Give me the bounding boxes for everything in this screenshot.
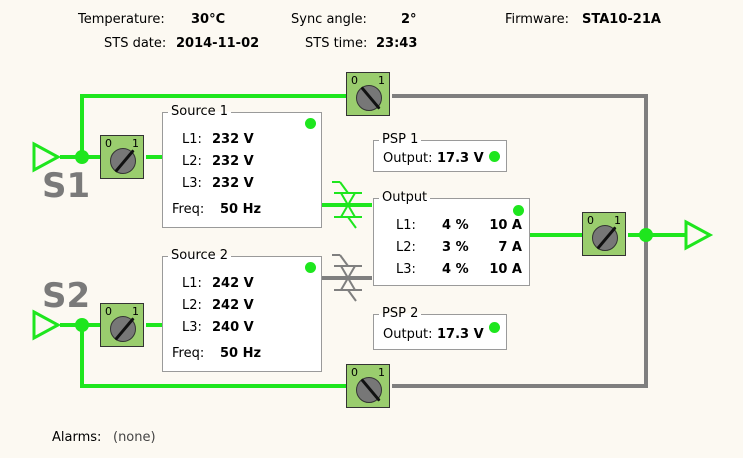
psp1-panel[interactable]: PSP 1 Output: 17.3 V: [373, 132, 507, 172]
output-l1-percent: 4 %: [442, 218, 469, 233]
source2-switch-on-label: 1: [132, 305, 139, 318]
source2-status-led: [305, 262, 316, 273]
output-l3-percent: 4 %: [442, 262, 469, 277]
rotary-knob-icon: [356, 85, 382, 111]
output-title: Output: [379, 190, 431, 205]
sts-time-label: STS time:: [305, 36, 368, 51]
psp2-status-led: [489, 322, 500, 333]
output-l2-percent: 3 %: [442, 240, 469, 255]
source2-freq-label: Freq:: [172, 346, 205, 361]
source2-panel[interactable]: Source 2 L1: 242 V L2: 242 V L3: 240 V F…: [162, 248, 322, 372]
source2-freq-value: 50 Hz: [220, 346, 262, 361]
source1-l3-label: L3:: [182, 176, 202, 191]
source1-status-led: [305, 118, 316, 129]
source2-title: Source 2: [168, 248, 232, 263]
bypass1-switch[interactable]: 0 1: [346, 72, 390, 116]
source1-l2-value: 232 V: [212, 154, 254, 169]
psp2-panel[interactable]: PSP 2 Output: 17.3 V: [373, 306, 507, 350]
firmware-value: STA10-21A: [582, 12, 661, 27]
source1-l3-value: 232 V: [212, 176, 254, 191]
source2-switch-off-label: 0: [105, 305, 112, 318]
sync-angle-label: Sync angle:: [291, 12, 367, 27]
output-l1-label: L1:: [396, 218, 416, 233]
output-switch[interactable]: 0 1: [582, 212, 626, 256]
rotary-knob-icon: [592, 225, 618, 251]
source2-switch[interactable]: 0 1: [100, 303, 144, 347]
source1-title: Source 1: [168, 104, 232, 119]
output-switch-off-label: 0: [587, 214, 594, 227]
psp1-output-label: Output:: [383, 151, 433, 166]
s2-thyristor-icon: [332, 254, 362, 302]
source1-switch-on-label: 1: [132, 137, 139, 150]
alarms-value: (none): [113, 430, 156, 445]
source1-l1-value: 232 V: [212, 132, 254, 147]
output-l2-label: L2:: [396, 240, 416, 255]
output-switch-on-label: 1: [614, 214, 621, 227]
rotary-knob-icon: [110, 148, 136, 174]
alarms-label: Alarms:: [52, 430, 102, 445]
psp1-output-value: 17.3 V: [437, 151, 484, 166]
psp2-title: PSP 2: [379, 306, 422, 321]
firmware-label: Firmware:: [505, 12, 569, 27]
output-l1-current: 10 A: [489, 218, 522, 233]
source2-l1-label: L1:: [182, 276, 202, 291]
bypass1-switch-on-label: 1: [378, 74, 385, 87]
psp1-status-led: [489, 151, 500, 162]
psp1-title: PSP 1: [379, 132, 422, 147]
sts-time-value: 23:43: [376, 36, 418, 51]
rotary-knob-icon: [356, 377, 382, 403]
s2-junction: [75, 318, 89, 332]
source2-l3-value: 240 V: [212, 320, 254, 335]
s1-input-icon: [32, 141, 62, 173]
bypass1-switch-off-label: 0: [351, 74, 358, 87]
psp2-output-label: Output:: [383, 327, 433, 342]
bypass2-switch-on-label: 1: [378, 366, 385, 379]
s2-bypass-wire: [80, 325, 346, 388]
rotary-knob-icon: [110, 316, 136, 342]
source1-freq-label: Freq:: [172, 202, 205, 217]
temperature-label: Temperature:: [78, 12, 165, 27]
s2-input-icon: [32, 309, 62, 341]
bypass2-switch[interactable]: 0 1: [346, 364, 390, 408]
source2-l2-value: 242 V: [212, 298, 254, 313]
sync-angle-value: 2°: [401, 12, 417, 27]
sts-date-label: STS date:: [104, 36, 167, 51]
temperature-value: 30°C: [191, 12, 226, 27]
source1-panel[interactable]: Source 1 L1: 232 V L2: 232 V L3: 232 V F…: [162, 104, 322, 228]
output-l3-label: L3:: [396, 262, 416, 277]
source1-switch[interactable]: 0 1: [100, 135, 144, 179]
source1-l1-label: L1:: [182, 132, 202, 147]
psp2-output-value: 17.3 V: [437, 327, 484, 342]
output-status-led: [513, 205, 524, 216]
output-l3-current: 10 A: [489, 262, 522, 277]
s1-bypass-wire: [80, 94, 346, 157]
output-l2-current: 7 A: [498, 240, 522, 255]
output-terminal-icon: [684, 219, 714, 251]
s1-thyristor-icon: [332, 181, 362, 229]
source2-l2-label: L2:: [182, 298, 202, 313]
source1-l2-label: L2:: [182, 154, 202, 169]
source2-l1-value: 242 V: [212, 276, 254, 291]
s1-label: S1: [42, 166, 91, 206]
source2-l3-label: L3:: [182, 320, 202, 335]
source1-switch-off-label: 0: [105, 137, 112, 150]
bypass2-switch-off-label: 0: [351, 366, 358, 379]
source1-freq-value: 50 Hz: [220, 202, 262, 217]
output-panel[interactable]: Output L1: 4 % 10 A L2: 3 % 7 A L3: 4 % …: [373, 190, 530, 286]
s2-label: S2: [42, 276, 91, 316]
s1-junction: [75, 150, 89, 164]
sts-date-value: 2014-11-02: [176, 36, 260, 51]
output-junction: [639, 228, 653, 242]
